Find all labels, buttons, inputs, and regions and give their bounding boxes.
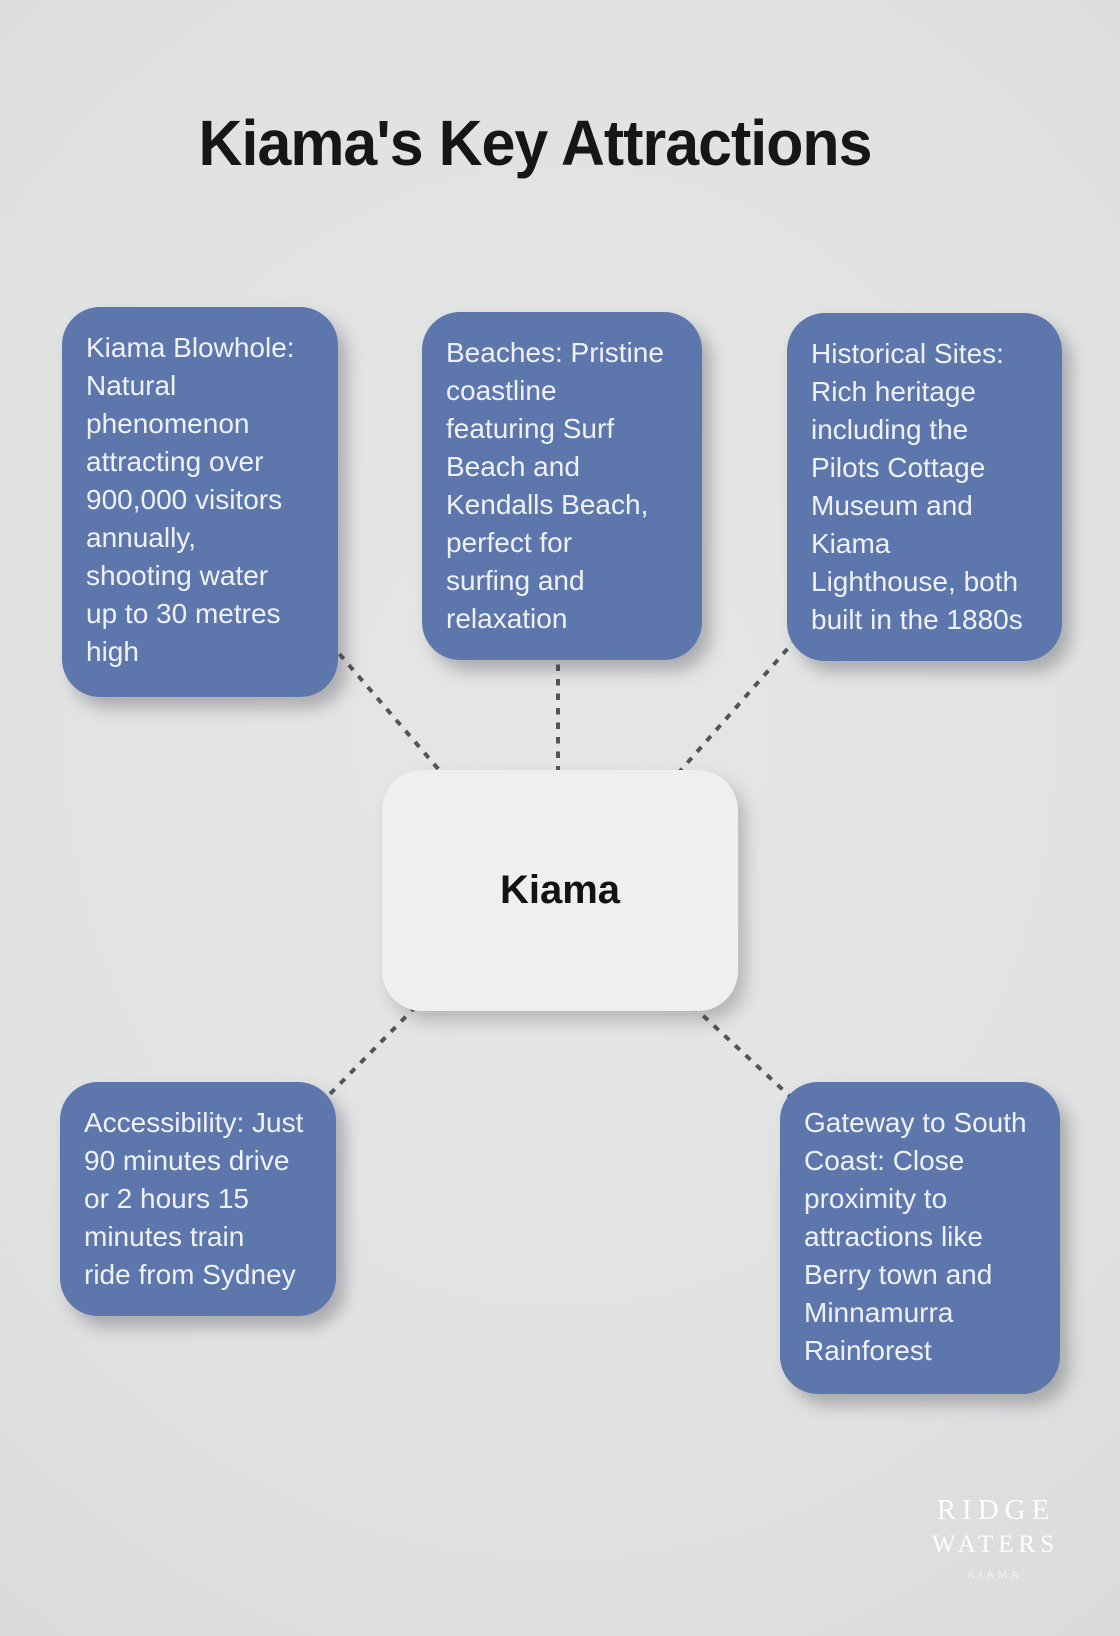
node-beaches: Beaches: Pristine coastline featuring Su…	[422, 312, 702, 660]
connector-blowhole-center	[328, 641, 460, 794]
center-node-label: Kiama	[499, 868, 621, 912]
center-node-kiama: Kiama	[382, 770, 738, 1011]
page-title: Kiama's Key Attractions	[198, 107, 873, 179]
node-gateway-south-coast: Gateway to South Coast: Close proximity …	[780, 1082, 1060, 1394]
connector-historical-center	[658, 636, 799, 796]
node-historical-sites: Historical Sites: Rich heritage includin…	[787, 313, 1062, 661]
watermark-line-kiama: KIAMA	[967, 1569, 1023, 1581]
watermark-line-ridge: RIDGE	[936, 1494, 1056, 1526]
node-accessibility: Accessibility: Just 90 minutes drive or …	[60, 1082, 336, 1316]
node-kiama-blowhole: Kiama Blowhole: Natural phenomenon attra…	[62, 307, 338, 697]
connector-center-accessibility	[326, 994, 428, 1098]
watermark-brand: RIDGE WATERS KIAMA	[898, 1494, 1088, 1581]
connector-center-gateway	[680, 994, 798, 1104]
watermark-line-waters: WATERS	[931, 1531, 1060, 1558]
